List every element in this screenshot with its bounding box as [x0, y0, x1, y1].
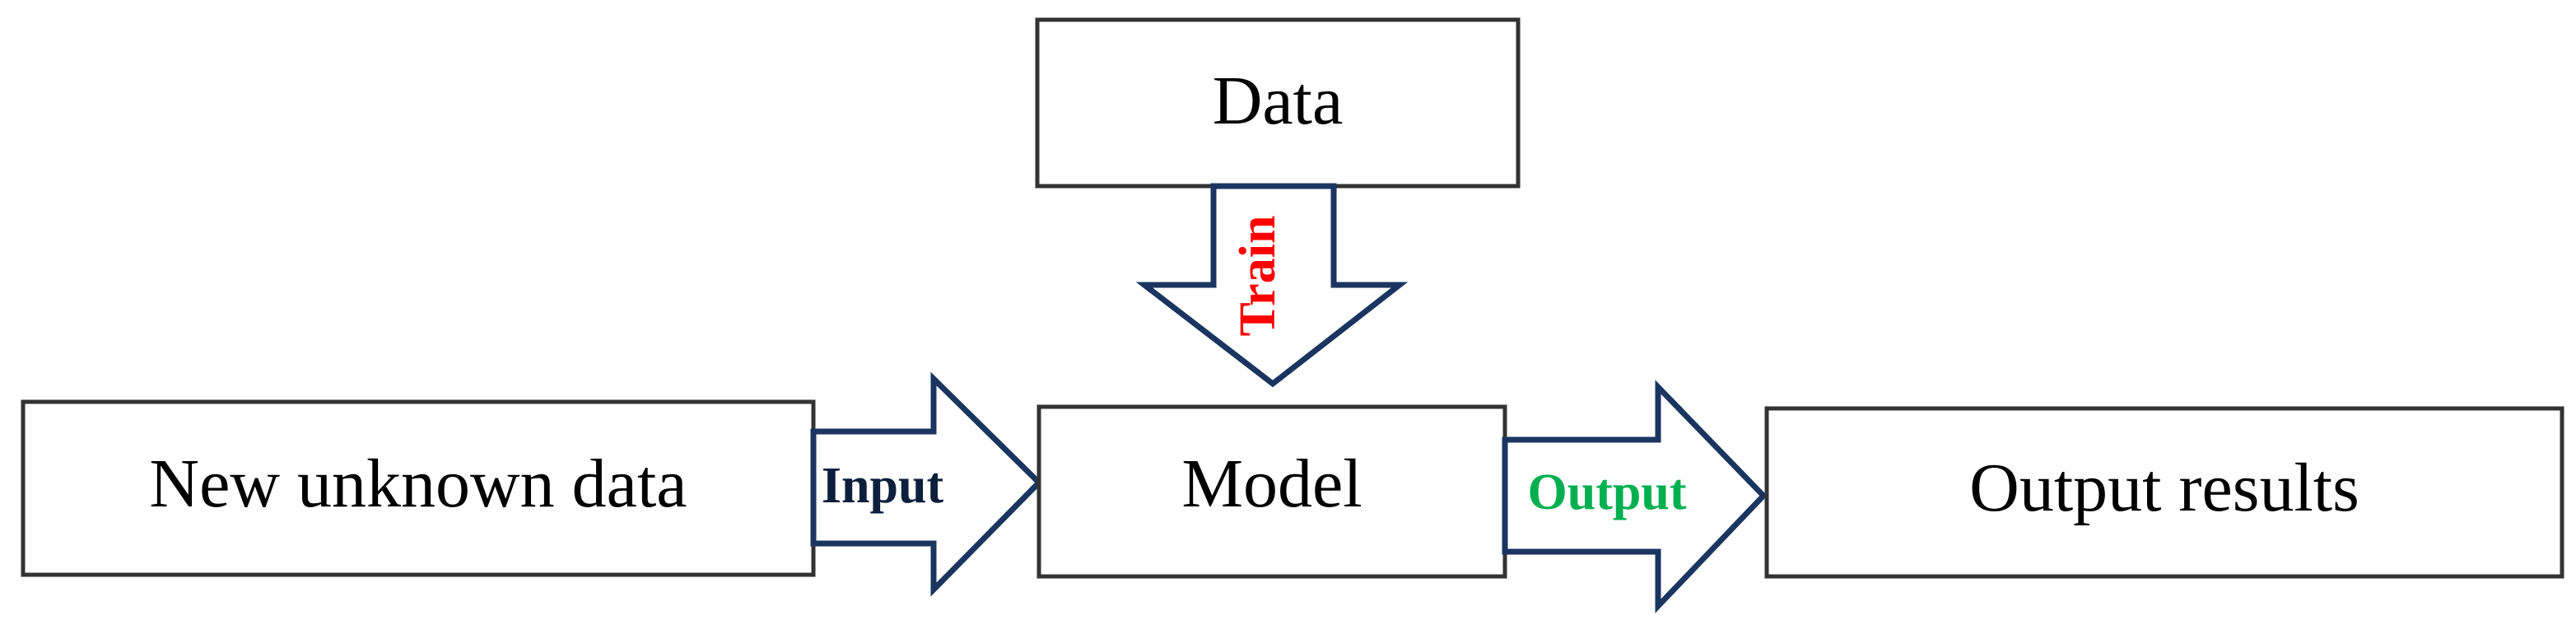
input-label: Input — [822, 458, 944, 514]
model-label: Model — [1181, 445, 1362, 522]
data-box: Data — [1035, 17, 1521, 189]
data-label: Data — [1213, 63, 1344, 139]
output-arrow: Output — [1502, 380, 1768, 613]
output-results-box: Output results — [1764, 406, 2564, 579]
new-data-box: New unknown data — [21, 399, 816, 577]
input-arrow: Input — [810, 371, 1043, 597]
new-data-label: New unknown data — [149, 445, 687, 522]
train-arrow: Train — [1135, 183, 1409, 388]
output-results-label: Output results — [1969, 450, 2359, 526]
output-label: Output — [1528, 464, 1687, 520]
train-label: Train — [1230, 216, 1286, 337]
model-box: Model — [1036, 404, 1507, 579]
